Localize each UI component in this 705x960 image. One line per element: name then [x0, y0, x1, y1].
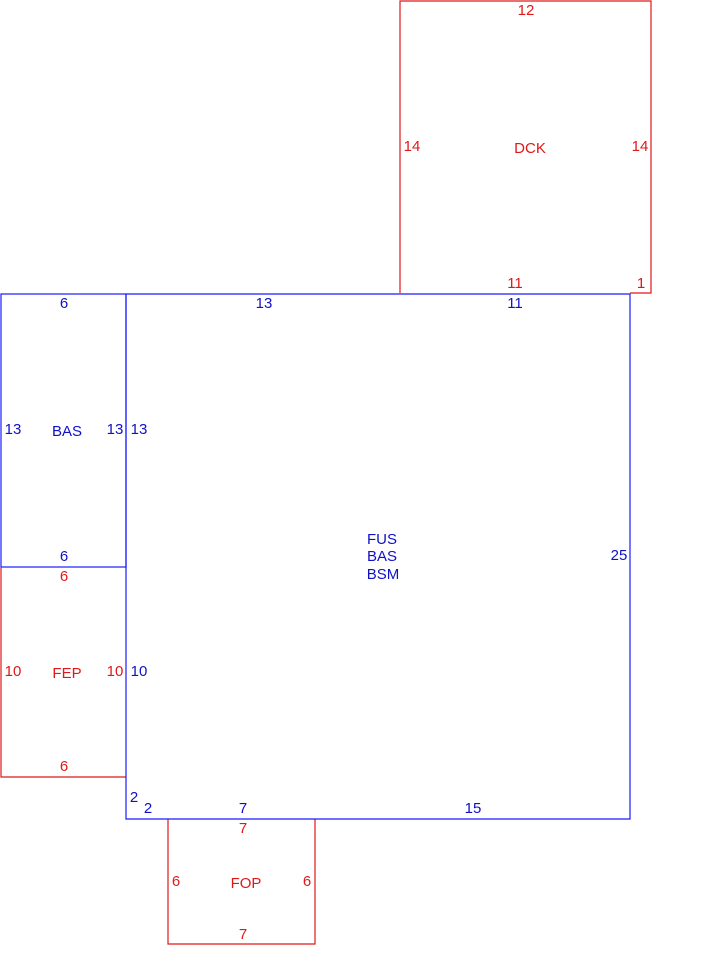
bas-left-area-code: BAS	[52, 423, 82, 440]
bas-left-dim-top: 6	[60, 295, 68, 312]
area-main: 13 11 13 10 25 2 2 7 15 FUS BAS BSM	[125, 293, 631, 820]
dck-outline	[399, 0, 652, 294]
bas-left-dim-right: 13	[107, 421, 124, 438]
main-area-code-2: BAS	[367, 548, 397, 565]
main-outline	[125, 293, 631, 820]
fop-area-code: FOP	[231, 875, 262, 892]
main-dim-jog-horizontal: 2	[144, 800, 152, 817]
dck-area-code: DCK	[514, 140, 546, 157]
main-area-code-1: FUS	[367, 531, 397, 548]
dck-dim-left: 14	[404, 138, 421, 155]
main-dim-right: 25	[611, 547, 628, 564]
fep-dim-top: 6	[60, 568, 68, 585]
dck-dim-right: 14	[632, 138, 649, 155]
area-fop: 7 6 6 7 FOP	[167, 819, 316, 945]
main-dim-bottom-left: 7	[239, 800, 247, 817]
fop-dim-bottom: 7	[239, 926, 247, 943]
fop-dim-right: 6	[303, 873, 311, 890]
fep-area-code: FEP	[52, 665, 81, 682]
main-area-code-3: BSM	[367, 566, 400, 583]
main-dim-left-upper: 13	[131, 421, 148, 438]
bas-left-dim-left: 13	[5, 421, 22, 438]
fop-dim-top: 7	[239, 820, 247, 837]
main-dim-top-right: 11	[507, 295, 523, 312]
fep-dim-right: 10	[107, 663, 124, 680]
main-dim-left-lower: 10	[131, 663, 148, 680]
main-dim-top-left: 13	[256, 295, 273, 312]
main-dim-jog-vertical: 2	[130, 789, 138, 806]
fep-outline	[0, 567, 126, 778]
dck-dim-bottom: 11	[507, 275, 523, 292]
bas-left-dim-bottom: 6	[60, 548, 68, 565]
area-fep: 6 10 10 6 FEP	[0, 567, 126, 778]
fop-outline	[167, 819, 316, 945]
fop-dim-left: 6	[172, 873, 180, 890]
fep-dim-bottom: 6	[60, 758, 68, 775]
dck-dim-bottom-right: 1	[637, 275, 645, 292]
fep-dim-left: 10	[5, 663, 22, 680]
main-dim-bottom-right: 15	[465, 800, 482, 817]
area-bas-left: 6 13 13 6 BAS	[0, 293, 127, 568]
dck-dim-top: 12	[518, 2, 535, 19]
area-dck: 12 14 14 11 1 DCK	[399, 0, 652, 294]
